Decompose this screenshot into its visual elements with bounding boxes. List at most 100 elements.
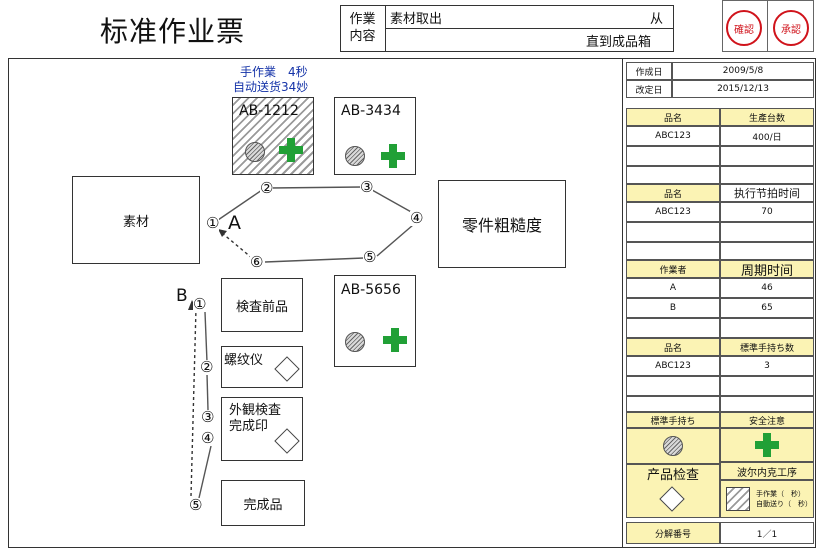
sec3-header-operator: 作業者 bbox=[626, 260, 720, 278]
legend-auto-feed-time: 自動送り（ 秒） bbox=[756, 500, 812, 508]
route-b-return bbox=[190, 307, 197, 497]
sec3-cycle-b: 65 bbox=[720, 298, 814, 318]
sec4-header-name: 品名 bbox=[626, 338, 720, 356]
route-a-step-1: ① bbox=[206, 214, 220, 232]
legend-stock-cell bbox=[626, 428, 720, 464]
sec1-empty bbox=[626, 146, 720, 166]
sec1-header-name: 品名 bbox=[626, 108, 720, 126]
route-b-step-2: ② bbox=[200, 358, 214, 376]
route-a-arrow bbox=[218, 229, 227, 237]
sec3-operator-b: B bbox=[626, 298, 720, 318]
work-content-line1-left: 素材取出 bbox=[390, 12, 443, 27]
machine-ab-1212-label: AB-1212 bbox=[239, 103, 299, 119]
stamp-confirm: 確認 bbox=[726, 10, 762, 46]
revised-date: 2015/12/13 bbox=[672, 80, 814, 98]
sec4-empty bbox=[626, 396, 720, 412]
route-a-label: A bbox=[228, 212, 241, 234]
route-b-1-2 bbox=[204, 311, 208, 363]
route-b-label: B bbox=[176, 286, 188, 306]
cycle-note-line2: 自动送货34妙 bbox=[233, 80, 309, 94]
sec2-header-takt: 执行节拍时间 bbox=[720, 184, 814, 202]
sec4-empty bbox=[720, 396, 814, 412]
sec3-empty bbox=[626, 318, 720, 338]
route-a-step-5: ⑤ bbox=[363, 248, 377, 266]
machine-ab-1212: AB-1212 bbox=[232, 97, 314, 175]
route-a-4-5 bbox=[376, 224, 414, 257]
sec2-header-name: 品名 bbox=[626, 184, 720, 202]
layout-frame bbox=[8, 58, 816, 548]
route-a-3-4 bbox=[371, 189, 414, 214]
safety-cross-icon bbox=[755, 433, 779, 457]
sec1-empty bbox=[720, 166, 814, 184]
route-b-step-3: ③ bbox=[201, 408, 215, 426]
legend-hatch-cell: 手作業（ 秒） 自動送り（ 秒） bbox=[720, 480, 814, 518]
station-finished: 完成品 bbox=[221, 480, 305, 526]
cycle-note-line1: 手作業 4秒 bbox=[240, 65, 308, 79]
safety-cross-icon bbox=[381, 144, 405, 168]
station-thread-gauge-label: 螺纹仪 bbox=[224, 349, 264, 368]
work-content-label-line1: 作業 bbox=[349, 12, 376, 27]
sec4-product: ABC123 bbox=[626, 356, 720, 376]
work-content-label-line2: 内容 bbox=[349, 29, 376, 44]
sec3-cycle-a: 46 bbox=[720, 278, 814, 298]
sec2-empty bbox=[720, 242, 814, 260]
work-content-line1-right: 从 bbox=[650, 12, 664, 27]
standard-stock-icon bbox=[663, 436, 683, 456]
legend-header-safety: 安全注意 bbox=[720, 412, 814, 428]
sec4-empty bbox=[626, 376, 720, 396]
page-title: 标准作业票 bbox=[100, 15, 246, 48]
work-content-row1 bbox=[386, 5, 674, 29]
station-visual-check-line2: 完成印 bbox=[229, 419, 269, 434]
sec1-header-output: 生產台数 bbox=[720, 108, 814, 126]
sec4-stock: 3 bbox=[720, 356, 814, 376]
manual-hatch-icon bbox=[726, 487, 750, 511]
route-b-step-4: ④ bbox=[201, 429, 215, 447]
route-b-step-1: ① bbox=[193, 295, 207, 313]
footer-value: 1／1 bbox=[720, 522, 814, 544]
route-a-step-4: ④ bbox=[410, 209, 424, 227]
sec1-empty bbox=[720, 146, 814, 166]
machine-ab-3434-label: AB-3434 bbox=[341, 103, 401, 119]
route-a-1-2 bbox=[217, 189, 263, 221]
legend-quality-label: 产品检查 bbox=[626, 464, 720, 483]
sec4-header-stock: 標準手持ち数 bbox=[720, 338, 814, 356]
sec1-empty bbox=[626, 166, 720, 184]
safety-cross-icon bbox=[279, 138, 303, 162]
station-inspect-before: 検査前品 bbox=[221, 278, 303, 332]
route-a-step-3: ③ bbox=[360, 178, 374, 196]
quality-check-icon bbox=[659, 485, 685, 512]
machine-ab-5656-label: AB-5656 bbox=[341, 282, 401, 298]
sec1-product: ABC123 bbox=[626, 126, 720, 146]
side-panel-divider bbox=[622, 58, 623, 548]
sec3-empty bbox=[720, 318, 814, 338]
station-thread-gauge: 螺纹仪 bbox=[221, 346, 303, 388]
revised-label: 改定日 bbox=[626, 80, 672, 98]
created-date: 2009/5/8 bbox=[672, 62, 814, 80]
machine-ab-5656: AB-5656 bbox=[334, 275, 416, 367]
footer-label: 分解番号 bbox=[626, 522, 720, 544]
route-a-5-6 bbox=[264, 257, 365, 263]
created-label: 作成日 bbox=[626, 62, 672, 80]
legend-safety-note: 波尔内克工序 bbox=[720, 462, 814, 480]
sec4-empty bbox=[720, 376, 814, 396]
legend-header-stock: 標準手持ち bbox=[626, 412, 720, 428]
route-b-2-3 bbox=[206, 373, 209, 411]
sec2-empty bbox=[626, 222, 720, 242]
work-content-line2: 直到成品箱 bbox=[586, 35, 652, 50]
stamp-approve: 承認 bbox=[773, 10, 809, 46]
legend-safety-cell bbox=[720, 428, 814, 462]
station-visual-check-line1: 外観検査 bbox=[229, 403, 282, 418]
sec3-operator-a: A bbox=[626, 278, 720, 298]
safety-cross-icon bbox=[383, 328, 407, 352]
route-a-step-6: ⑥ bbox=[250, 253, 264, 271]
sec2-empty bbox=[720, 222, 814, 242]
work-content-label: 作業 内容 bbox=[340, 5, 386, 52]
route-b-step-5: ⑤ bbox=[189, 496, 203, 514]
sec2-takt: 70 bbox=[720, 202, 814, 222]
station-visual-check-label: 外観検査 完成印 bbox=[229, 403, 281, 435]
station-visual-check: 外観検査 完成印 bbox=[221, 397, 303, 461]
legend-quality-cell bbox=[626, 482, 720, 518]
standard-stock-icon bbox=[345, 332, 365, 352]
route-a-return bbox=[221, 232, 253, 259]
station-roughness: 零件粗糙度 bbox=[438, 180, 566, 268]
